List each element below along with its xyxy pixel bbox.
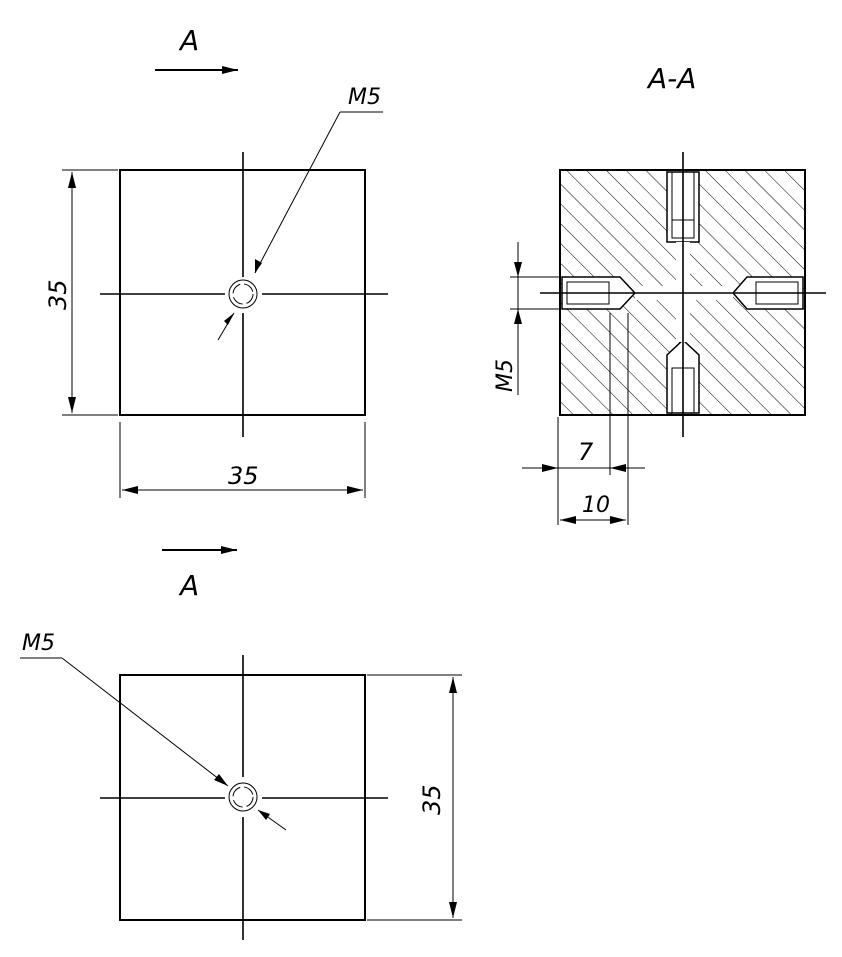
section-thread-label: M5 — [493, 359, 518, 392]
bottom-view-thread-label: M5 — [22, 631, 55, 656]
top-view-hole — [228, 279, 258, 309]
bottom-view-height-dimension — [367, 674, 462, 921]
top-view-height-dimension — [62, 169, 118, 416]
bottom-view-thread-leader — [20, 657, 287, 831]
section-depth-dimensions — [522, 313, 645, 525]
top-view: M5 35 35 — [44, 85, 388, 498]
section-marker-top: A — [155, 24, 238, 74]
top-view-width-label: 35 — [228, 462, 259, 490]
section-centerlines — [540, 152, 826, 437]
bottom-view-hole — [228, 782, 258, 812]
top-view-thread-label: M5 — [348, 85, 381, 110]
bottom-view-height-label: 35 — [418, 784, 446, 815]
top-view-width-dimension — [119, 422, 366, 498]
top-view-height-label: 35 — [44, 279, 72, 310]
section-letter-bottom: A — [178, 569, 199, 602]
section-view: M5 7 10 — [493, 152, 826, 525]
section-title: A-A — [646, 62, 696, 95]
section-depth-label: 7 — [578, 438, 594, 466]
section-marker-bottom: A — [162, 546, 237, 602]
section-thread-dimension — [510, 242, 560, 395]
section-offset-label: 10 — [582, 493, 610, 518]
bottom-view: M5 35 — [20, 631, 462, 940]
top-view-thread-leader — [217, 111, 383, 341]
section-letter-top: A — [178, 24, 199, 57]
